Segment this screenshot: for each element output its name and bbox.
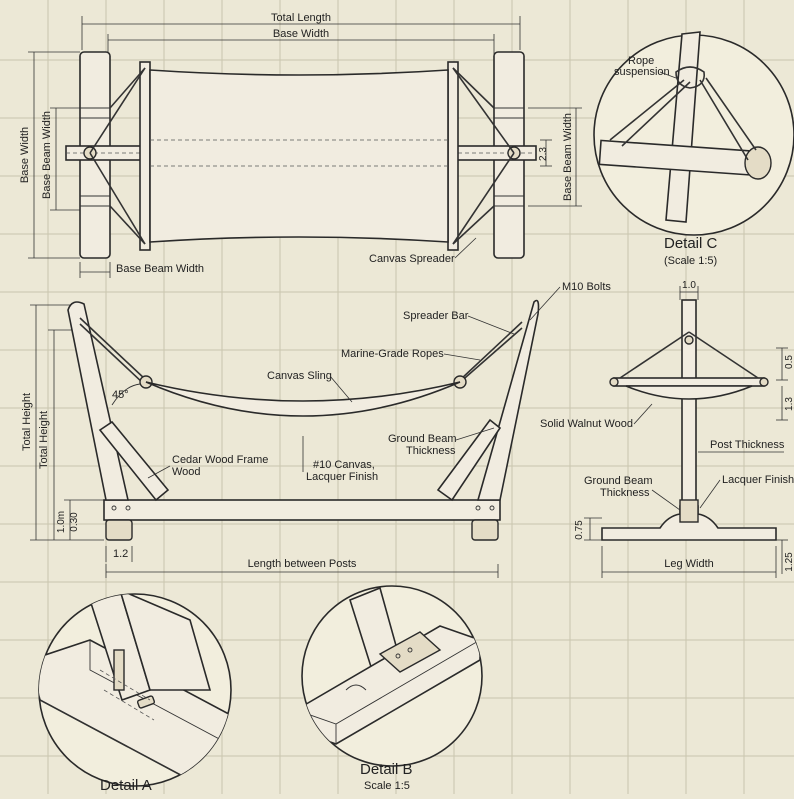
detail-b-title: Detail B <box>360 761 413 778</box>
cedar-frame-label-1: Cedar Wood Frame <box>172 454 268 466</box>
detail-a-title: Detail A <box>100 777 152 794</box>
post-thickness-label: Post Thickness <box>710 439 785 451</box>
canvas-sling-label: Canvas Sling <box>267 370 332 382</box>
dim-2-3-label: 2.3 <box>538 147 549 161</box>
rope-suspension-label-2: suspension <box>614 66 670 78</box>
ground-beam-end-label-2: Thickness <box>600 487 650 499</box>
canvas-sling-top <box>149 69 449 243</box>
right-foot <box>471 519 499 541</box>
detail-a-plate <box>113 649 125 691</box>
m10-bolts-label: M10 Bolts <box>562 281 611 293</box>
solid-walnut-label: Solid Walnut Wood <box>540 418 633 430</box>
dim-1-3-label: 1.3 <box>784 397 794 411</box>
left-canvas-spreader <box>139 61 151 251</box>
dim-1-2-label: 1.2 <box>113 548 128 560</box>
detail-a: Detail A <box>38 593 232 794</box>
rope-suspension-label-1: Rope <box>628 55 654 67</box>
base-beam-width-left-label: Base Beam Width <box>41 111 53 199</box>
detail-c-bar-end <box>744 146 772 180</box>
base-beam-width-bottom-label: Base Beam Width <box>116 263 204 275</box>
right-post <box>476 299 540 501</box>
dim-1-0-label: 1.0 <box>682 280 696 291</box>
detail-c-knot <box>675 66 706 89</box>
lacquer-finish-label: Lacquer Finish <box>722 474 794 486</box>
canvas-sling-side <box>145 381 461 417</box>
right-canvas-spreader <box>447 61 459 251</box>
detail-c-title: Detail C <box>664 235 718 252</box>
total-height-outer-label: Total Height <box>21 393 33 451</box>
total-length-label: Total Length <box>271 12 331 24</box>
angle-arc <box>111 383 141 406</box>
detail-b-scale: Scale 1:5 <box>364 780 410 792</box>
end-canvas <box>625 385 753 400</box>
post-socket <box>679 499 699 523</box>
end-ropes <box>619 331 759 379</box>
dim-0-5-label: 0.5 <box>784 355 794 369</box>
ground-beam-end-label-1: Ground Beam <box>584 475 652 487</box>
spreader-bar-label: Spreader Bar <box>403 310 469 322</box>
length-between-posts-label: Length between Posts <box>248 558 357 570</box>
detail-a-post-side <box>118 594 212 691</box>
dim-0-75-label: 0.75 <box>574 520 585 540</box>
base-width-top-label: Base Width <box>273 28 329 40</box>
detail-b-beam <box>302 625 481 745</box>
cedar-frame-label-2: Wood <box>172 466 201 478</box>
end-spreader-bar <box>613 377 765 387</box>
base-width-left-label: Base Width <box>19 127 31 183</box>
side-ropes <box>79 317 523 381</box>
dim-1-25-label: 1.25 <box>784 552 794 572</box>
left-brace <box>98 420 170 502</box>
detail-b: Detail B Scale 1:5 <box>301 585 483 792</box>
end-post <box>681 299 697 511</box>
dim-1-0m-label: 1.0m <box>56 511 67 533</box>
side-view: Total Height Total Height 1.0m 0.30 45° … <box>21 281 611 578</box>
base-beam-width-right-label: Base Beam Width <box>562 113 574 201</box>
canvas-finish-label-1: #10 Canvas, <box>313 459 375 471</box>
left-foot <box>105 519 133 541</box>
detail-c: Rope suspension Detail C (Scale 1:5) <box>593 31 794 267</box>
total-height-inner-label: Total Height <box>38 411 50 469</box>
top-view-ropes <box>89 67 515 245</box>
ground-beam <box>103 499 501 521</box>
angle-label: 45° <box>112 389 129 401</box>
top-view: Total Length Base Width Base Width Base … <box>19 12 582 278</box>
detail-a-bolt <box>136 695 156 709</box>
left-post <box>67 301 129 501</box>
right-brace <box>436 418 502 502</box>
dim-0-30-label: 0.30 <box>69 512 80 532</box>
detail-c-scale: (Scale 1:5) <box>664 255 717 267</box>
end-view: 1.0 0.5 1.3 0.75 1.25 Solid Walnut Wood … <box>540 280 794 578</box>
ground-beam-thickness-label-2: Thickness <box>406 445 456 457</box>
canvas-spreader-label: Canvas Spreader <box>369 253 455 265</box>
leg-width-label: Leg Width <box>664 558 714 570</box>
detail-c-ropes <box>609 77 757 161</box>
canvas-finish-label-2: Lacquer Finish <box>306 471 378 483</box>
ground-beam-thickness-label-1: Ground Beam <box>388 433 456 445</box>
marine-grade-ropes-label: Marine-Grade Ropes <box>341 348 444 360</box>
